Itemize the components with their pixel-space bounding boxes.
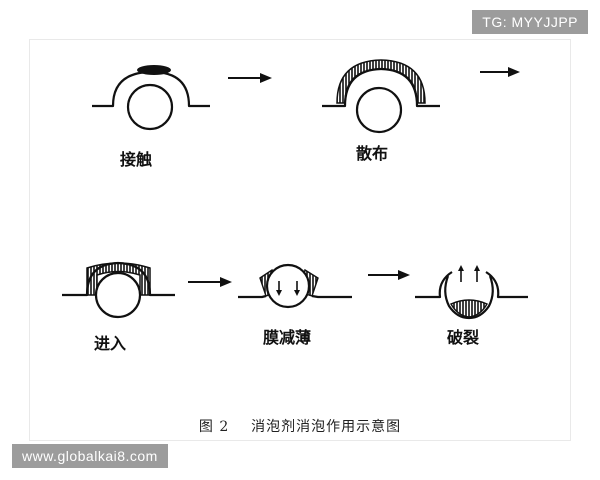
stage-spread-illustration (322, 59, 440, 134)
stage-label-contact: 接触 (120, 150, 153, 169)
stage-enter-illustration (62, 261, 175, 319)
figure-title: 消泡剂消泡作用示意图 (251, 419, 402, 435)
stage-rupture-illustration (415, 265, 528, 320)
stage-label-rupture: 破裂 (447, 328, 480, 347)
stage-contact-illustration (92, 65, 210, 131)
stage-label-spread: 散布 (356, 144, 389, 163)
stage-label-enter: 进入 (94, 334, 127, 353)
telegram-watermark: TG: MYYJJPP (472, 10, 588, 34)
figure-number: 图 2 (198, 419, 230, 435)
drainage-arrow-icon (276, 281, 300, 296)
arrow-3 (188, 277, 232, 287)
website-watermark: www.globalkai8.com (12, 444, 168, 468)
figure-caption: 图 2 消泡剂消泡作用示意图 (0, 416, 600, 436)
defoamer-droplet (137, 65, 171, 75)
scanned-figure (30, 40, 570, 440)
stage-label-thinning: 膜减薄 (263, 328, 312, 347)
arrow-4 (368, 270, 410, 280)
arrow-2 (480, 67, 520, 77)
escaping-gas-arrow-icon (458, 265, 480, 282)
stage-thinning-illustration (238, 263, 352, 309)
arrow-1 (228, 73, 272, 83)
